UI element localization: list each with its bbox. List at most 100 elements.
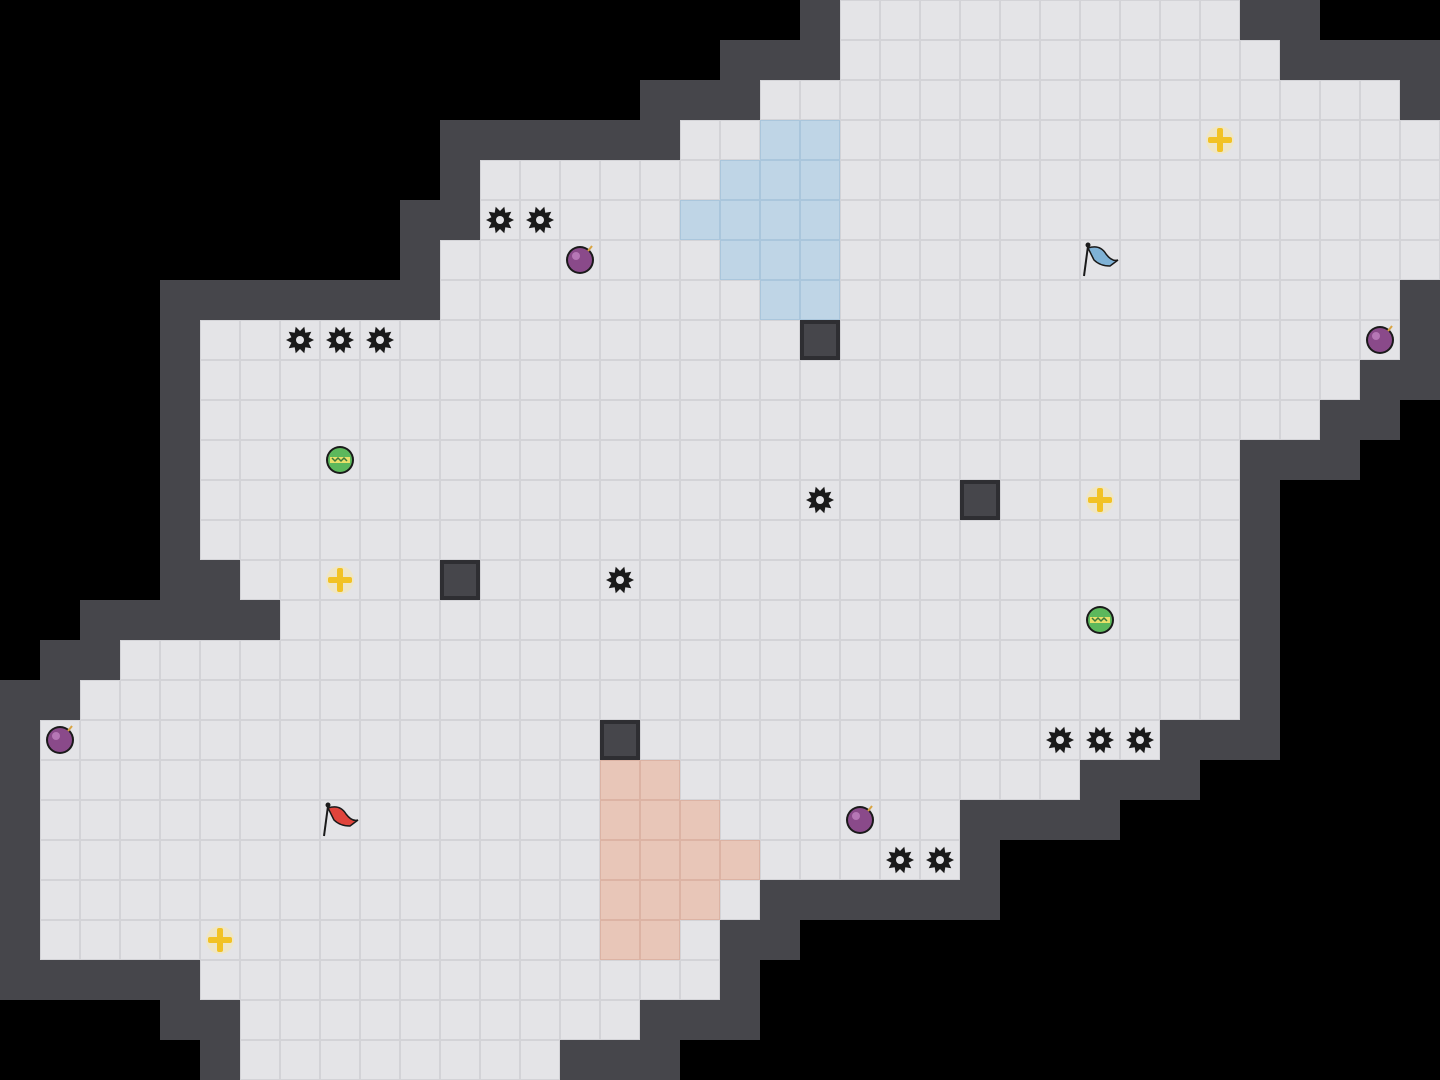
wall-tile bbox=[1240, 600, 1280, 640]
floor-tile bbox=[1040, 40, 1080, 80]
red-team-tile bbox=[680, 880, 720, 920]
wall-tile bbox=[560, 120, 600, 160]
floor-tile bbox=[1160, 280, 1200, 320]
floor-tile bbox=[920, 560, 960, 600]
floor-tile bbox=[760, 640, 800, 680]
floor-tile bbox=[520, 360, 560, 400]
floor-tile bbox=[1000, 160, 1040, 200]
wall-tile bbox=[440, 200, 480, 240]
floor-tile bbox=[1120, 320, 1160, 360]
floor-tile bbox=[1000, 240, 1040, 280]
floor-tile bbox=[640, 640, 680, 680]
wall-tile bbox=[0, 880, 40, 920]
floor-tile bbox=[960, 400, 1000, 440]
wall-tile bbox=[160, 960, 200, 1000]
floor-tile bbox=[1240, 40, 1280, 80]
wall-tile bbox=[640, 1040, 680, 1080]
floor-tile bbox=[360, 640, 400, 680]
floor-tile bbox=[1200, 200, 1240, 240]
wall-tile bbox=[680, 80, 720, 120]
floor-tile bbox=[120, 800, 160, 840]
floor-tile bbox=[1200, 360, 1240, 400]
floor-tile bbox=[920, 360, 960, 400]
floor-tile bbox=[840, 240, 880, 280]
blue-team-tile bbox=[760, 240, 800, 280]
floor-tile bbox=[920, 760, 960, 800]
floor-tile bbox=[280, 960, 320, 1000]
wall-tile bbox=[1040, 800, 1080, 840]
floor-tile bbox=[400, 440, 440, 480]
floor-tile bbox=[1040, 560, 1080, 600]
floor-tile bbox=[680, 160, 720, 200]
floor-tile bbox=[1040, 120, 1080, 160]
floor-tile bbox=[120, 760, 160, 800]
red-team-tile bbox=[640, 800, 680, 840]
floor-tile bbox=[240, 720, 280, 760]
floor-tile bbox=[1320, 80, 1360, 120]
floor-tile bbox=[680, 560, 720, 600]
floor-tile bbox=[440, 800, 480, 840]
floor-tile bbox=[440, 440, 480, 480]
floor-tile bbox=[880, 640, 920, 680]
floor-tile bbox=[440, 840, 480, 880]
floor-tile bbox=[880, 80, 920, 120]
floor-tile bbox=[840, 80, 880, 120]
red-team-tile bbox=[640, 880, 680, 920]
wall-tile bbox=[480, 120, 520, 160]
floor-tile bbox=[720, 560, 760, 600]
blue-team-tile bbox=[760, 280, 800, 320]
floor-tile bbox=[360, 960, 400, 1000]
wall-tile bbox=[1080, 760, 1120, 800]
floor-tile bbox=[1280, 160, 1320, 200]
floor-tile bbox=[680, 960, 720, 1000]
floor-tile bbox=[560, 440, 600, 480]
floor-tile bbox=[680, 920, 720, 960]
wall-tile bbox=[40, 640, 80, 680]
floor-tile bbox=[1240, 280, 1280, 320]
floor-tile bbox=[160, 920, 200, 960]
floor-tile bbox=[440, 880, 480, 920]
floor-tile bbox=[1040, 360, 1080, 400]
red-team-tile bbox=[600, 800, 640, 840]
floor-tile bbox=[560, 840, 600, 880]
wall-tile bbox=[200, 1040, 240, 1080]
floor-tile bbox=[840, 480, 880, 520]
floor-tile bbox=[200, 680, 240, 720]
floor-tile bbox=[560, 1000, 600, 1040]
floor-tile bbox=[120, 720, 160, 760]
floor-tile bbox=[480, 680, 520, 720]
floor-tile bbox=[400, 600, 440, 640]
wall-tile bbox=[0, 800, 40, 840]
floor-tile bbox=[880, 520, 920, 560]
floor-tile bbox=[600, 400, 640, 440]
floor-tile bbox=[520, 720, 560, 760]
floor-tile bbox=[200, 800, 240, 840]
floor-tile bbox=[240, 680, 280, 720]
floor-tile bbox=[1080, 160, 1120, 200]
floor-tile bbox=[760, 400, 800, 440]
floor-tile bbox=[600, 440, 640, 480]
floor-tile bbox=[1160, 520, 1200, 560]
floor-tile bbox=[200, 520, 240, 560]
floor-tile bbox=[480, 1040, 520, 1080]
floor-tile bbox=[1120, 360, 1160, 400]
floor-tile bbox=[1200, 80, 1240, 120]
floor-tile bbox=[840, 40, 880, 80]
floor-tile bbox=[840, 360, 880, 400]
wall-tile bbox=[640, 1000, 680, 1040]
floor-tile bbox=[1320, 240, 1360, 280]
wall-tile bbox=[160, 560, 200, 600]
wall-tile bbox=[160, 1000, 200, 1040]
floor-tile bbox=[240, 560, 280, 600]
floor-tile bbox=[1000, 520, 1040, 560]
wall-tile bbox=[200, 560, 240, 600]
wall-block-face bbox=[604, 724, 636, 756]
floor-tile bbox=[280, 600, 320, 640]
floor-tile bbox=[80, 760, 120, 800]
floor-tile bbox=[680, 400, 720, 440]
floor-tile bbox=[360, 1040, 400, 1080]
floor-tile bbox=[1200, 640, 1240, 680]
wall-tile bbox=[560, 1040, 600, 1080]
wall-tile bbox=[1240, 640, 1280, 680]
